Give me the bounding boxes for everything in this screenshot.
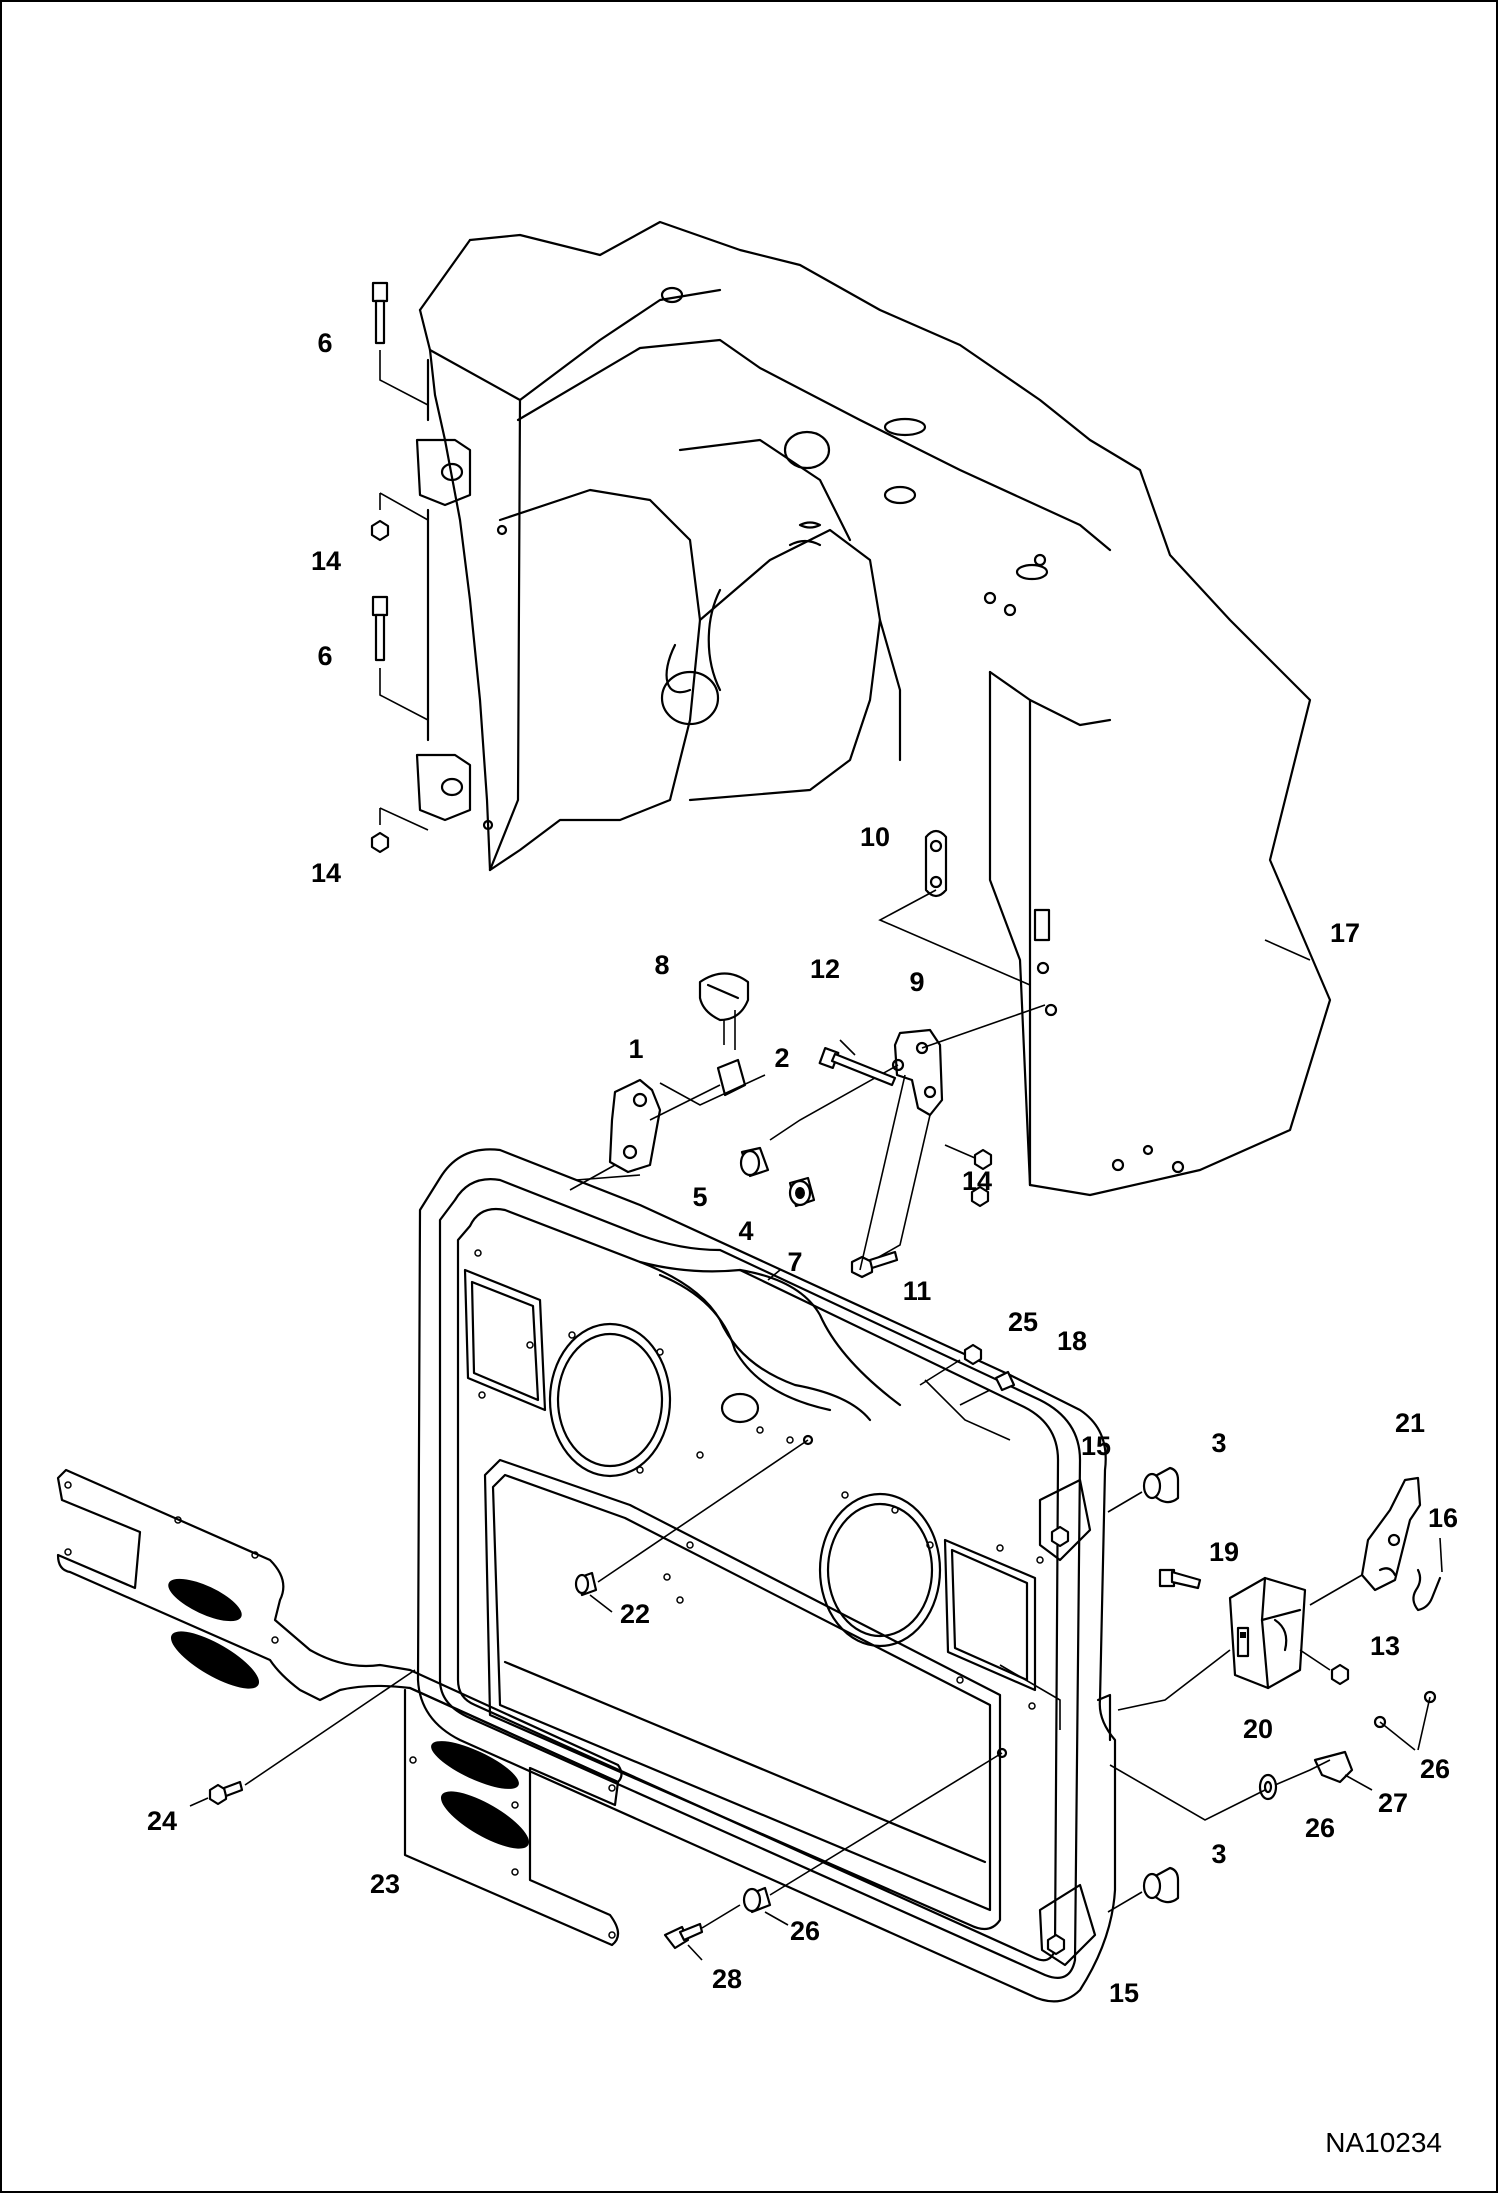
washer-26-lower [1258,1759,1331,1801]
strap-plate [878,829,1031,986]
callout-21: 21 [1394,1408,1426,1438]
rear-door-panel [416,1148,1117,2003]
leader-lines [575,939,1311,1730]
callout-3-lower: 3 [1211,1839,1227,1869]
callout-3-upper: 3 [1211,1428,1227,1458]
callout-26-washer: 26 [1304,1813,1336,1843]
bolt-upper [371,281,429,406]
callout-8: 8 [654,950,670,980]
callout-14-upper: 14 [310,546,342,576]
callout-16: 16 [1427,1503,1459,1533]
callout-4: 4 [738,1216,754,1246]
callout-20: 20 [1242,1714,1274,1744]
callout-27: 27 [1377,1788,1409,1818]
latch-leader-lines [1109,1764,1266,1821]
callout-19: 19 [1208,1537,1240,1567]
latch-lever-21 [1309,1476,1422,1606]
bumper-cap [698,972,750,1022]
rubber-bumper-lower [1107,1866,1180,1913]
bolt-12 [818,1046,897,1087]
nut-lower [370,807,429,854]
bolt-19 [1158,1568,1202,1590]
bolt-lower [371,595,429,721]
pin-5 [739,1146,770,1178]
spring-16 [1412,1537,1443,1612]
nut-25 [919,1343,983,1386]
callout-10: 10 [859,822,891,852]
callout-26-insert: 26 [789,1916,821,1946]
spacer-4 [788,1176,816,1208]
callout-11: 11 [902,1276,932,1306]
pin-18 [959,1370,1016,1406]
bolt-11 [850,1250,899,1279]
callout-2: 2 [774,1043,790,1073]
callout-1: 1 [628,1034,644,1064]
figure-code: NA10234 [1325,2127,1442,2158]
washer-upper [1373,1690,1437,1751]
callout-22: 22 [619,1599,651,1629]
callout-28: 28 [711,1964,743,1994]
insert-26 [742,1752,1003,1926]
callout-9: 9 [909,967,925,997]
callout-23: 23 [369,1869,401,1899]
callout-14-lower: 14 [310,858,342,888]
clip-small [716,1012,747,1097]
latch-housing [1117,1576,1307,1711]
clip-27 [1313,1750,1373,1791]
callout-7: 7 [787,1247,803,1277]
callout-12: 12 [809,954,841,984]
callout-15-lower: 15 [1108,1978,1140,2008]
callout-18: 18 [1056,1326,1088,1356]
speaker-grille [56,1468,623,1947]
latch-hook [569,1078,721,1191]
nut-14-bracket [944,1144,993,1171]
screw-24 [189,1669,416,1807]
callout-17: 17 [1329,918,1361,948]
callout-15-upper: 15 [1080,1431,1112,1461]
callout-25: 25 [1007,1307,1039,1337]
callout-26-right: 26 [1419,1754,1451,1784]
callout-24: 24 [146,1806,178,1836]
callout-6-upper: 6 [317,328,333,358]
callout-13: 13 [1369,1631,1401,1661]
callout-5: 5 [692,1182,708,1212]
nut-center [970,1185,990,1208]
pivot-bracket [769,1004,1046,1263]
spacer-22 [574,1439,809,1613]
rubber-bumper-upper [1107,1466,1180,1513]
rear-frame-assembly [415,220,1332,1197]
nut-upper [370,492,429,542]
nut-13 [1299,1649,1350,1686]
callout-6-lower: 6 [317,641,333,671]
callout-14-bracket: 14 [961,1166,993,1196]
key-28 [663,1904,741,1961]
